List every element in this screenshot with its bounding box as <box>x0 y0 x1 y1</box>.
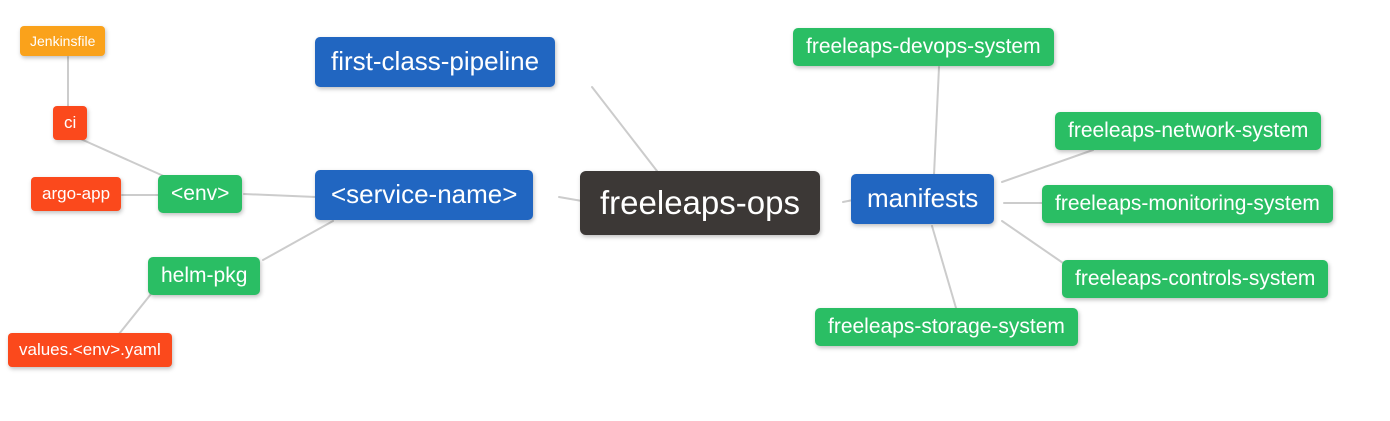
edge-ops-service <box>558 196 583 202</box>
node-freeleaps-storage-system[interactable]: freeleaps-storage-system <box>815 308 1078 347</box>
node-freeleaps-monitoring-system[interactable]: freeleaps-monitoring-system <box>1042 185 1333 224</box>
edge-manifests-network <box>1001 149 1094 183</box>
edge-ops-pipeline <box>591 86 658 172</box>
edge-env-ci <box>73 135 169 179</box>
edge-manifests-controls <box>1001 220 1064 264</box>
node-jenkinsfile[interactable]: Jenkinsfile <box>20 26 106 57</box>
node-helm-pkg[interactable]: helm-pkg <box>148 257 261 296</box>
node-freeleaps-controls-system[interactable]: freeleaps-controls-system <box>1062 260 1329 299</box>
node-freeleaps-devops-system[interactable]: freeleaps-devops-system <box>793 28 1054 67</box>
edge-service-env <box>243 193 317 198</box>
node-ci[interactable]: ci <box>53 106 88 140</box>
node-freeleaps-ops-root[interactable]: freeleaps-ops <box>580 171 820 235</box>
node-values-env-yaml[interactable]: values.<env>.yaml <box>8 333 172 367</box>
node-argo-app[interactable]: argo-app <box>31 177 122 211</box>
node-manifests[interactable]: manifests <box>851 174 995 224</box>
node-service-name[interactable]: <service-name> <box>315 170 534 220</box>
edge-helm-values <box>118 293 152 335</box>
edge-service-helm-pkg <box>262 220 334 261</box>
edge-manifests-storage <box>931 225 957 309</box>
edge-manifests-devops <box>933 66 940 176</box>
node-first-class-pipeline[interactable]: first-class-pipeline <box>315 37 556 87</box>
node-env[interactable]: <env> <box>158 175 243 214</box>
node-freeleaps-network-system[interactable]: freeleaps-network-system <box>1055 112 1322 151</box>
